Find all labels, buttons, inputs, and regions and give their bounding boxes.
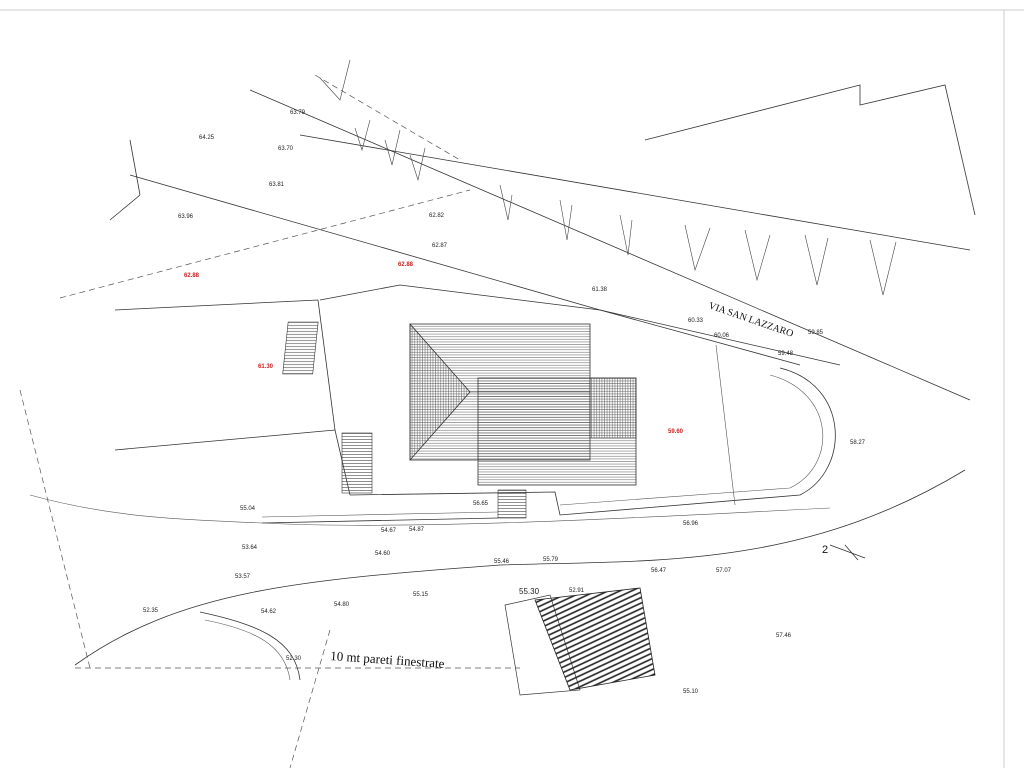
elevation-label: 58.27 xyxy=(850,440,866,446)
elevation-label: 60.33 xyxy=(688,318,704,324)
elevation-label: 54.67 xyxy=(381,528,397,534)
lower-structure xyxy=(504,587,656,696)
elevation-label: 54.80 xyxy=(334,602,350,608)
elevation-label: 52.91 xyxy=(569,588,585,594)
elevation-label: 52.30 xyxy=(286,656,302,662)
retaining-wall xyxy=(199,611,301,681)
elevation-label: 54.60 xyxy=(375,551,391,557)
marker-label: 2 xyxy=(822,544,828,556)
elevation-label: 53.57 xyxy=(235,574,251,580)
road-lines xyxy=(109,84,976,401)
elevation-label: 55.10 xyxy=(683,689,699,695)
plot-outline xyxy=(261,284,836,524)
elevation-label: 52.35 xyxy=(143,608,159,614)
elevation-label: 55.04 xyxy=(240,506,256,512)
elevation-label: 63.81 xyxy=(269,182,285,188)
elevation-label: 62.87 xyxy=(432,243,448,249)
elevation-label: 54.62 xyxy=(261,609,277,615)
elevation-label: 63.96 xyxy=(178,214,194,220)
slope-ticks xyxy=(319,59,897,296)
entry-stairs xyxy=(497,489,527,519)
elevation-label: 55.15 xyxy=(413,592,429,598)
floor-level-label: 62.88 xyxy=(184,273,200,279)
elevation-label: 59.85 xyxy=(808,330,824,336)
elevation-label: 55.46 xyxy=(494,559,510,565)
elevation-label: 63.79 xyxy=(290,110,306,116)
elevation-label: 56.65 xyxy=(473,501,489,507)
elevation-label: 62.82 xyxy=(429,213,445,219)
retaining-wall-inner xyxy=(204,619,291,681)
elevation-label: 54.87 xyxy=(409,527,425,533)
elevation-label: 53.64 xyxy=(242,545,258,551)
floor-level-labels: 62.88 62.88 61.30 59.60 xyxy=(184,262,684,435)
elevation-label: 55.79 xyxy=(543,557,559,563)
elevation-label: 59.48 xyxy=(778,351,794,357)
main-building xyxy=(409,323,637,486)
elevation-label: 63.70 xyxy=(278,146,294,152)
elevation-label: 56.96 xyxy=(683,521,699,527)
elevation-label: 57.46 xyxy=(776,633,792,639)
lower-road xyxy=(29,469,966,666)
elevation-label: 55.30 xyxy=(519,587,540,596)
elevation-labels: 63.79 64.25 63.70 63.81 63.96 62.82 62.8… xyxy=(143,110,866,695)
floor-level-label: 61.30 xyxy=(258,364,274,370)
lower-stairs xyxy=(341,432,373,494)
elevation-label: 64.25 xyxy=(199,135,215,141)
elevation-label: 61.38 xyxy=(592,287,608,293)
floor-level-label: 62.88 xyxy=(398,262,414,268)
floor-level-label: 59.60 xyxy=(668,429,684,435)
upper-stairs xyxy=(282,321,319,375)
note-text: 10 mt pareti finestrate xyxy=(330,648,445,671)
elevation-label: 60.06 xyxy=(714,333,730,339)
elevation-label: 57.07 xyxy=(716,568,732,574)
elevation-label: 56.47 xyxy=(651,568,667,574)
